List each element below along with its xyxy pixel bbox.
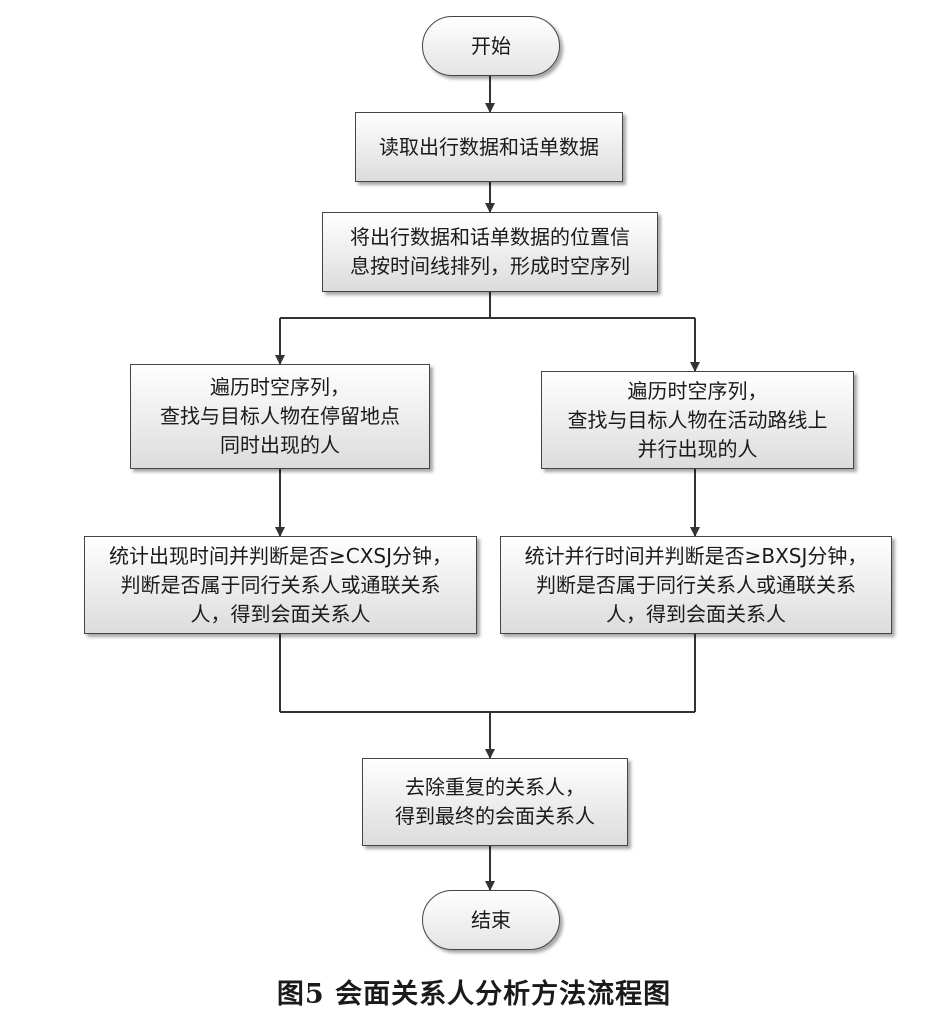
read-data-step: 读取出行数据和话单数据 xyxy=(355,112,623,182)
dedupe-step: 去除重复的关系人， 得到最终的会面关系人 xyxy=(362,758,628,846)
end-node: 结束 xyxy=(422,890,560,950)
right-search-step: 遍历时空序列， 查找与目标人物在活动路线上 并行出现的人 xyxy=(541,371,854,469)
figure-caption: 图5 会面关系人分析方法流程图 xyxy=(276,979,672,1010)
right-judge-step: 统计并行时间并判断是否≥BXSJ分钟， 判断是否属于同行关系人或通联关系 人，得… xyxy=(500,536,892,634)
left-judge-step: 统计出现时间并判断是否≥CXSJ分钟， 判断是否属于同行关系人或通联关系 人，得… xyxy=(84,536,477,634)
build-sequence-step: 将出行数据和话单数据的位置信 息按时间线排列，形成时空序列 xyxy=(322,212,658,292)
start-node: 开始 xyxy=(422,16,560,76)
left-search-step: 遍历时空序列， 查找与目标人物在停留地点 同时出现的人 xyxy=(130,364,430,469)
